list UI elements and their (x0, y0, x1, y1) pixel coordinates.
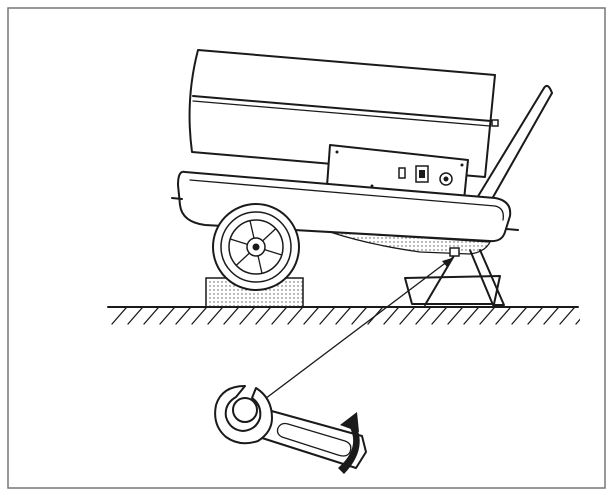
wheel (212, 203, 300, 291)
wheel-spoke (235, 252, 251, 266)
ground-hatch-mark (351, 308, 367, 325)
wheel-spoke (229, 238, 249, 245)
ground-hatch-mark (127, 308, 143, 325)
wheel-spoke (249, 220, 255, 239)
ground-hatch-mark (479, 308, 495, 325)
ground-hatch-mark (495, 308, 511, 325)
wheel-spoke (257, 255, 263, 274)
ground-hatch-mark (415, 308, 431, 325)
ground-hatch-mark (319, 308, 335, 325)
curved-arrow-icon (338, 412, 360, 474)
ground-hatch-mark (255, 308, 271, 325)
ground-hatch-mark (175, 308, 191, 325)
ground-hatch-mark (111, 308, 127, 325)
ground-hatch-mark (431, 308, 447, 325)
ground-hatch-mark (303, 308, 319, 325)
drain-plug (449, 247, 460, 257)
wrench-icon (214, 385, 367, 469)
ground-hatch-mark (287, 308, 303, 325)
ground-hatch-mark (207, 308, 223, 325)
upper-housing (188, 49, 499, 178)
ground-hatch-mark (527, 308, 543, 325)
ground-hatch-mark (559, 308, 575, 325)
ground-hatch-mark (511, 308, 527, 325)
ground-hatch-mark (383, 308, 399, 325)
ground-hatching (111, 308, 580, 325)
ground-hatch-mark (399, 308, 415, 325)
wheel-spokes (229, 220, 283, 274)
ground-hatch-mark (271, 308, 287, 325)
ground-hatch-mark (239, 308, 255, 325)
ground-hatch-mark (543, 308, 559, 325)
ground-hatch-mark (223, 308, 239, 325)
rear-stand (424, 249, 505, 306)
switch-icon (398, 167, 406, 179)
ground-hatch-mark (191, 308, 207, 325)
ground-hatch-mark (335, 308, 351, 325)
wheel-spoke (261, 228, 277, 242)
frame-border (7, 7, 606, 489)
ground-hatch-mark (143, 308, 159, 325)
ground-hatch-mark (463, 308, 479, 325)
ground-hatch-mark (575, 318, 580, 325)
ground-hatch-mark (447, 308, 463, 325)
ground-hatch-mark (159, 308, 175, 325)
wheel-spoke (263, 249, 283, 256)
cart-handle (476, 84, 553, 207)
